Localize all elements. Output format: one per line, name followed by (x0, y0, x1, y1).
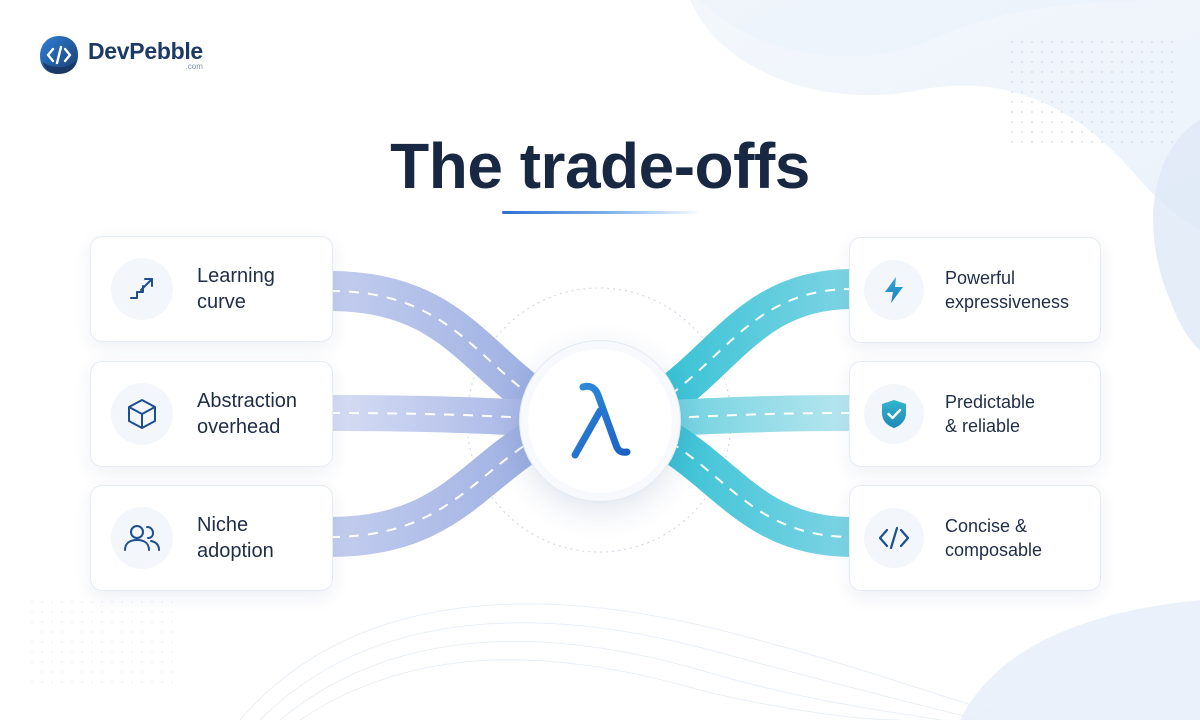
code-pebble-icon (40, 36, 78, 74)
card-powerful-expressiveness: Powerful expressiveness (849, 237, 1101, 343)
center-node (519, 340, 681, 502)
card-label-line: expressiveness (945, 292, 1070, 312)
stairs-arrow-icon (130, 278, 153, 299)
lambda-icon (571, 382, 631, 459)
title-underline (502, 211, 698, 214)
code-icon (878, 526, 910, 550)
card-label-line: Learning (197, 265, 275, 287)
card-label-line: Powerful (945, 268, 1016, 288)
users-icon (124, 525, 160, 551)
card-label-line: adoption (197, 540, 274, 562)
brand-domain: .com (185, 62, 203, 71)
card-learning-curve: Learning curve (90, 236, 333, 342)
page-title: The trade-offs (390, 130, 810, 202)
lightning-icon (885, 277, 903, 303)
card-niche-adoption: Niche adoption (90, 485, 333, 591)
card-label-line: Abstraction (197, 390, 298, 412)
shield-check-icon (882, 400, 906, 428)
card-abstraction-overhead: Abstraction overhead (90, 361, 333, 467)
card-label-line: curve (197, 291, 246, 313)
cube-icon (128, 399, 156, 429)
card-label-line: Concise & (945, 516, 1028, 536)
card-label-line: composable (945, 540, 1043, 560)
card-label-line: overhead (197, 416, 281, 438)
card-label-line: Predictable (945, 392, 1036, 412)
brand-logo[interactable]: DevPebble .com (38, 34, 203, 76)
card-label-line: Niche (197, 514, 249, 536)
brand-name: DevPebble (88, 38, 203, 64)
card-predictable-reliable: Predictable & reliable (849, 361, 1101, 467)
card-concise-composable: Concise & composable (849, 485, 1101, 591)
card-label-line: & reliable (945, 416, 1021, 436)
